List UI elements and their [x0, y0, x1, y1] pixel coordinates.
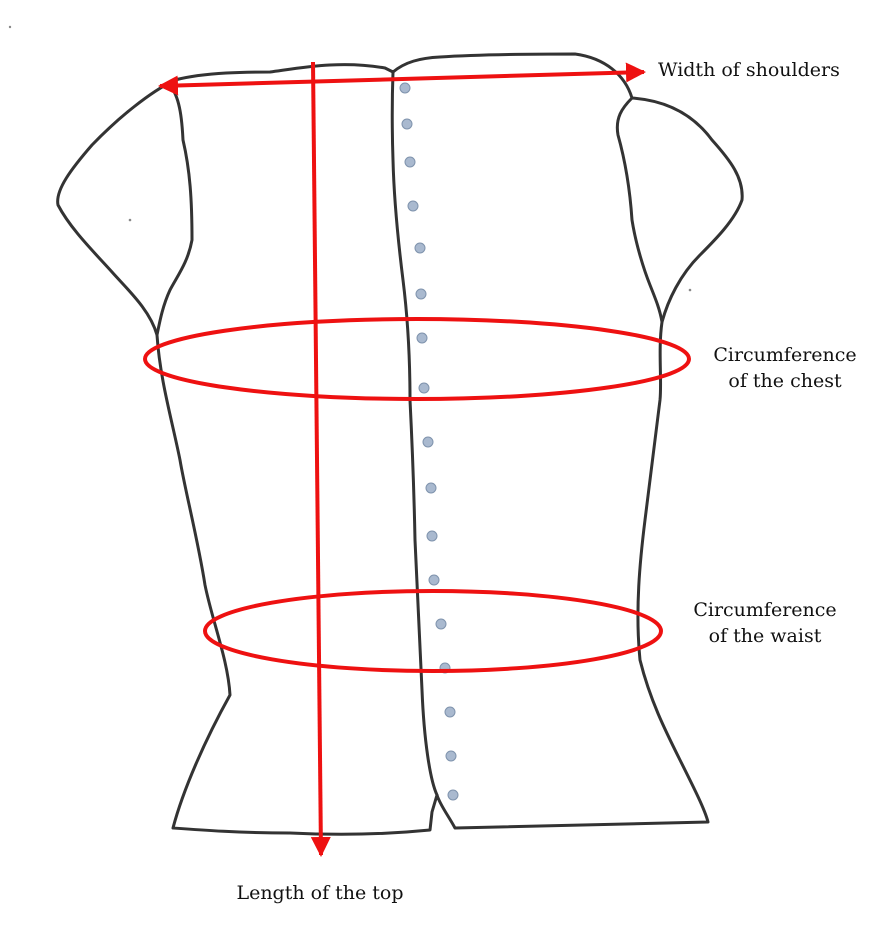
waist-circumference-label: Circumference of the waist	[670, 597, 860, 649]
button-dot	[425, 482, 437, 494]
waist-label-line-1: Circumference	[693, 599, 837, 621]
shoulder-width-arrow	[158, 62, 646, 96]
shoulder-width-label: Width of shoulders	[658, 57, 840, 83]
button-dot	[435, 618, 447, 630]
garment-body	[56, 52, 744, 836]
button-dot	[415, 288, 427, 300]
waist-circumference-ellipse	[203, 589, 663, 673]
waist-label-line-2: of the waist	[708, 625, 822, 647]
left-side-seam	[155, 86, 194, 337]
chest-circumference-ellipse	[143, 317, 691, 401]
placket-buttons	[399, 82, 459, 801]
button-dot	[418, 382, 430, 394]
garment-outline	[56, 52, 744, 836]
length-text: Length of the top	[236, 882, 404, 904]
chest-label-line-1: Circumference	[713, 344, 857, 366]
button-dot	[404, 156, 416, 168]
button-dot	[444, 706, 456, 718]
button-dot	[422, 436, 434, 448]
stray-dot	[8, 25, 12, 29]
measurement-marks	[143, 61, 691, 857]
button-dot	[401, 118, 413, 130]
chest-label-line-2: of the chest	[728, 370, 842, 392]
button-dot	[426, 530, 438, 542]
stray-dot	[688, 288, 692, 292]
length-label: Length of the top	[180, 880, 460, 906]
button-dot	[416, 332, 428, 344]
chest-circumference-label: Circumference of the chest	[690, 342, 880, 394]
stray-dots	[8, 25, 692, 292]
shoulder-width-text: Width of shoulders	[658, 59, 840, 81]
center-placket	[390, 70, 439, 797]
length-arrow	[310, 61, 331, 857]
right-side-seam	[615, 96, 664, 324]
button-dot	[399, 82, 411, 94]
button-dot	[445, 750, 457, 762]
button-dot	[447, 789, 459, 801]
button-dot	[414, 242, 426, 254]
button-dot	[407, 200, 419, 212]
stray-dot	[128, 218, 132, 222]
button-dot	[428, 574, 440, 586]
